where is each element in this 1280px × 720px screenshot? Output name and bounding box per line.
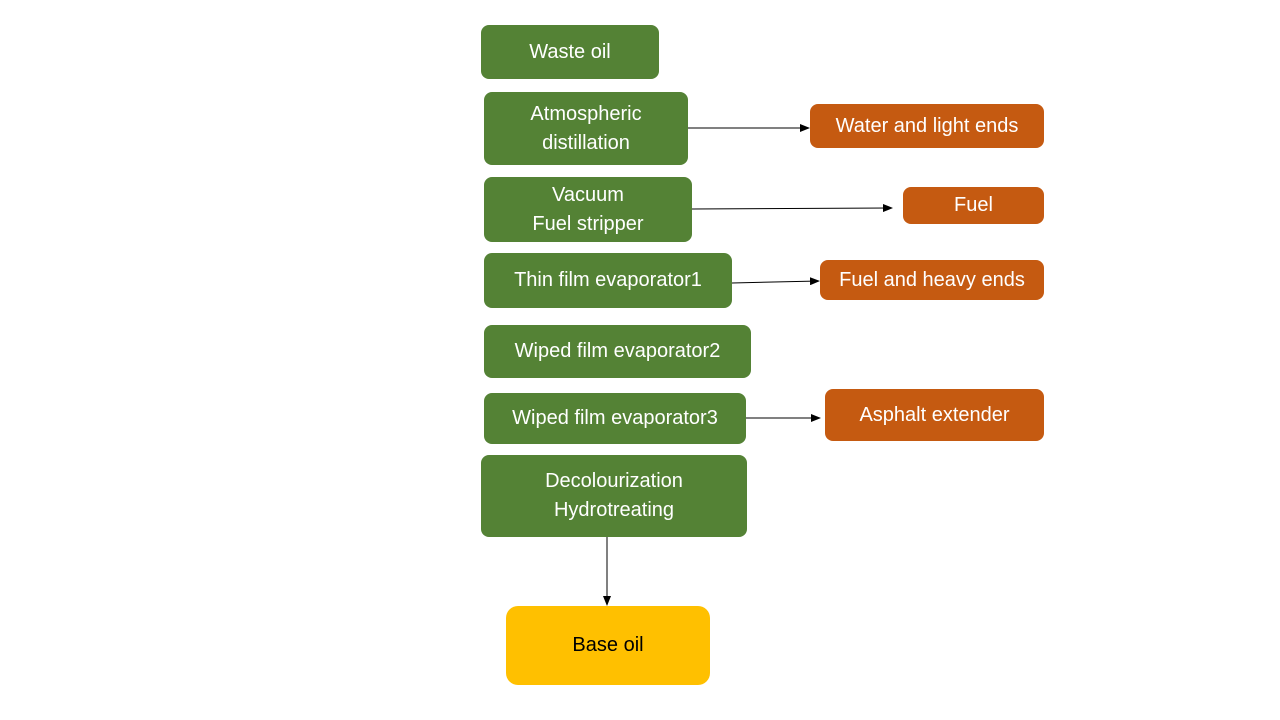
thin-film-evaporator1-box: Thin film evaporator1 xyxy=(484,253,732,308)
water-and-light-ends-label: Water and light ends xyxy=(835,114,1019,137)
decolourization-hydrotreating-box: Decolourization Hydrotreating xyxy=(481,455,747,537)
vacuum-fuel-stripper-box: Vacuum Fuel stripper xyxy=(484,177,692,242)
atmospheric-distillation-label-line1: Atmospheric xyxy=(530,102,642,125)
wiped-film-evaporator3-label: Wiped film evaporator3 xyxy=(512,407,718,429)
asphalt-extender-box: Asphalt extender xyxy=(825,389,1044,441)
wiped-film-evaporator2-label: Wiped film evaporator2 xyxy=(514,340,721,362)
decolourization-hydrotreating-label-line2: Hydrotreating xyxy=(553,499,675,521)
base-oil-box: Base oil xyxy=(506,606,710,685)
atmospheric-distillation-box: Atmospheric distillation xyxy=(484,92,688,165)
water-and-light-ends-box: Water and light ends xyxy=(810,104,1044,148)
atmospheric-distillation-label-line2: distillation xyxy=(542,131,630,154)
base-oil-label: Base oil xyxy=(572,634,644,656)
wiped-film-evaporator2-box: Wiped film evaporator2 xyxy=(484,325,751,378)
waste-oil-box: Waste oil xyxy=(481,25,659,79)
decolourization-hydrotreating-label-line1: Decolourization xyxy=(545,470,683,492)
arrow-vacuum-to-fuel xyxy=(691,204,893,213)
vacuum-fuel-stripper-label-line2: Fuel stripper xyxy=(532,212,644,235)
thin-film-evaporator1-label: Thin film evaporator1 xyxy=(514,269,702,291)
waste-oil-label: Waste oil xyxy=(529,40,611,63)
asphalt-extender-label: Asphalt extender xyxy=(859,403,1010,426)
fuel-and-heavy-ends-box: Fuel and heavy ends xyxy=(820,260,1044,300)
fuel-box: Fuel xyxy=(903,187,1044,224)
arrow-thin-film-to-fuel-heavy-ends xyxy=(731,277,820,286)
fuel-label: Fuel xyxy=(954,194,993,216)
vacuum-fuel-stripper-label-line1: Vacuum xyxy=(552,183,624,206)
wiped-film-evaporator3-box: Wiped film evaporator3 xyxy=(484,393,746,444)
fuel-and-heavy-ends-label: Fuel and heavy ends xyxy=(839,268,1025,291)
